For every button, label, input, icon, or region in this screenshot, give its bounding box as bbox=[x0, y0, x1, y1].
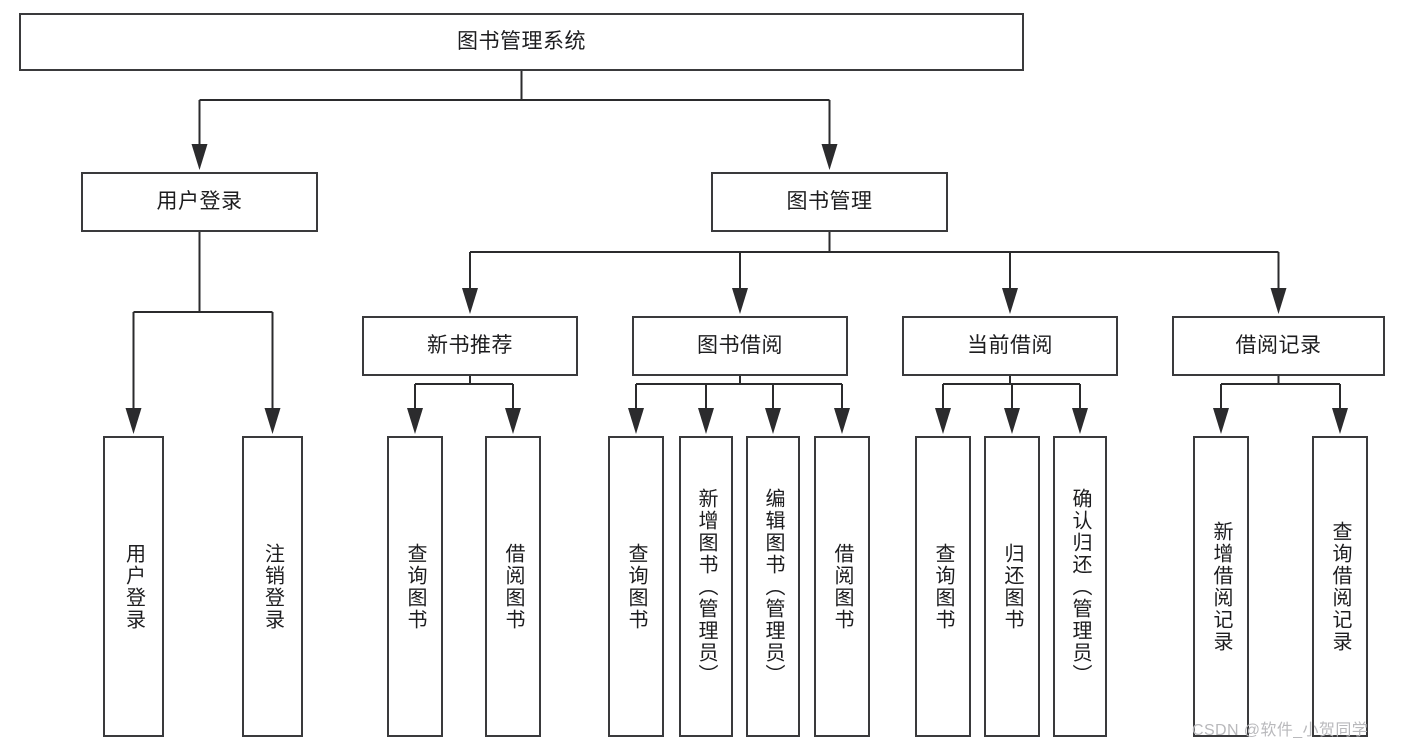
node-label-user-login: 用户登录 bbox=[156, 190, 243, 214]
node-leaf-rec-query-record[interactable]: 查询借阅记录 bbox=[1312, 436, 1368, 737]
node-label-leaf-rec-add-record: 新增借阅记录 bbox=[1210, 520, 1232, 653]
node-root[interactable]: 图书管理系统 bbox=[19, 13, 1024, 71]
node-leaf-user-login[interactable]: 用户登录 bbox=[103, 436, 164, 737]
node-leaf-borrow-borrow-book[interactable]: 借阅图书 bbox=[814, 436, 870, 737]
node-label-current-borrow: 当前借阅 bbox=[967, 334, 1053, 358]
node-label-leaf-cur-query-book: 查询图书 bbox=[932, 542, 954, 631]
node-leaf-rec-borrow-book[interactable]: 借阅图书 bbox=[485, 436, 541, 737]
node-label-new-book-rec: 新书推荐 bbox=[427, 334, 513, 358]
node-leaf-cur-confirm-return[interactable]: 确认归还（管理员） bbox=[1053, 436, 1107, 737]
node-label-leaf-borrow-add-book: 新增图书（管理员） bbox=[695, 487, 717, 686]
node-label-leaf-borrow-edit-book: 编辑图书（管理员） bbox=[762, 487, 784, 686]
node-leaf-rec-add-record[interactable]: 新增借阅记录 bbox=[1193, 436, 1249, 737]
node-leaf-user-logout[interactable]: 注销登录 bbox=[242, 436, 303, 737]
node-label-leaf-user-logout: 注销登录 bbox=[261, 542, 284, 631]
node-current-borrow[interactable]: 当前借阅 bbox=[902, 316, 1118, 376]
node-book-borrow[interactable]: 图书借阅 bbox=[632, 316, 848, 376]
node-leaf-rec-query-book[interactable]: 查询图书 bbox=[387, 436, 443, 737]
watermark-text: CSDN @软件_小贺同学 bbox=[1192, 722, 1369, 739]
node-leaf-cur-query-book[interactable]: 查询图书 bbox=[915, 436, 971, 737]
node-leaf-borrow-add-book[interactable]: 新增图书（管理员） bbox=[679, 436, 733, 737]
node-user-login[interactable]: 用户登录 bbox=[81, 172, 318, 232]
node-label-leaf-rec-query-book: 查询图书 bbox=[404, 542, 426, 631]
node-label-borrow-record: 借阅记录 bbox=[1235, 334, 1322, 358]
node-label-leaf-borrow-borrow-book: 借阅图书 bbox=[831, 542, 853, 631]
node-leaf-borrow-query-book[interactable]: 查询图书 bbox=[608, 436, 664, 737]
node-label-leaf-cur-confirm-return: 确认归还（管理员） bbox=[1069, 487, 1091, 686]
node-leaf-borrow-edit-book[interactable]: 编辑图书（管理员） bbox=[746, 436, 800, 737]
node-label-leaf-rec-borrow-book: 借阅图书 bbox=[502, 542, 524, 631]
node-label-book-manage: 图书管理 bbox=[786, 190, 873, 214]
node-label-root: 图书管理系统 bbox=[457, 30, 586, 54]
node-label-leaf-rec-query-record: 查询借阅记录 bbox=[1329, 520, 1351, 653]
node-label-leaf-cur-return-book: 归还图书 bbox=[1001, 542, 1023, 631]
node-new-book-rec[interactable]: 新书推荐 bbox=[362, 316, 578, 376]
node-borrow-record[interactable]: 借阅记录 bbox=[1172, 316, 1385, 376]
node-label-book-borrow: 图书借阅 bbox=[697, 334, 783, 358]
node-leaf-cur-return-book[interactable]: 归还图书 bbox=[984, 436, 1040, 737]
node-label-leaf-borrow-query-book: 查询图书 bbox=[625, 542, 647, 631]
node-label-leaf-user-login: 用户登录 bbox=[122, 542, 145, 631]
node-book-manage[interactable]: 图书管理 bbox=[711, 172, 948, 232]
